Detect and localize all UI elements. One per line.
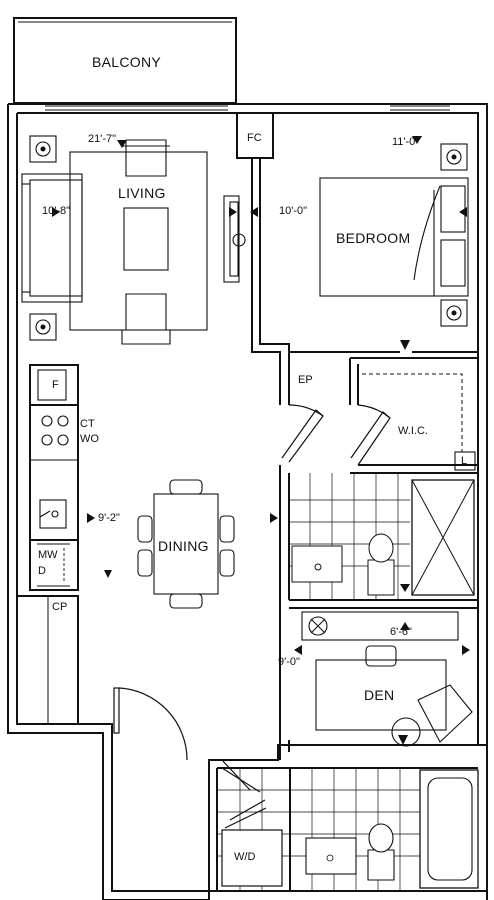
den-width-dimension: 6'-6": [390, 626, 412, 638]
washer-dryer-label: W/D: [234, 851, 256, 863]
living-width-dimension: 21'-7": [88, 133, 117, 145]
kitchen: [37, 369, 70, 587]
linen-label: L: [461, 455, 468, 467]
interior-walls: [17, 112, 478, 891]
bedroom-width-dimension: 11'-0": [392, 136, 420, 148]
windows: [45, 105, 450, 111]
wic-label: W.I.C.: [398, 425, 428, 437]
cooktop-label: CT: [80, 418, 95, 430]
exterior-walls: [7, 103, 488, 900]
dishwasher-label: D: [38, 565, 46, 577]
balcony-label: BALCONY: [92, 54, 162, 70]
den-depth-dimension: 9'-0": [278, 656, 300, 668]
living-furniture: [21, 139, 246, 345]
doors: [113, 404, 391, 829]
fc-label: FC: [247, 132, 262, 144]
ep-label: EP: [298, 374, 313, 386]
wall-oven-label: WO: [80, 433, 99, 445]
den-label: DEN: [364, 687, 395, 703]
closet-cp-label: CP: [52, 601, 68, 613]
dining-label: DINING: [158, 538, 209, 554]
living-label: LIVING: [118, 185, 166, 201]
dining-width-dimension: 9'-2": [98, 512, 120, 524]
fridge-label: F: [52, 379, 59, 391]
dining-furniture: [137, 479, 235, 609]
microwave-label: MW: [38, 549, 58, 561]
outlet-icons: [29, 135, 468, 341]
dimension-arrows: [52, 136, 470, 745]
bathroom-1: [289, 473, 475, 600]
bedroom-label: BEDROOM: [336, 230, 411, 246]
bathroom-2: [217, 768, 479, 891]
wic-shelves: [362, 373, 463, 452]
den-furniture: [301, 611, 473, 747]
bedroom-depth-dimension: 10'-0": [279, 205, 308, 217]
bedroom-furniture: [319, 177, 469, 297]
living-depth-dimension: 10'-8": [42, 205, 71, 217]
